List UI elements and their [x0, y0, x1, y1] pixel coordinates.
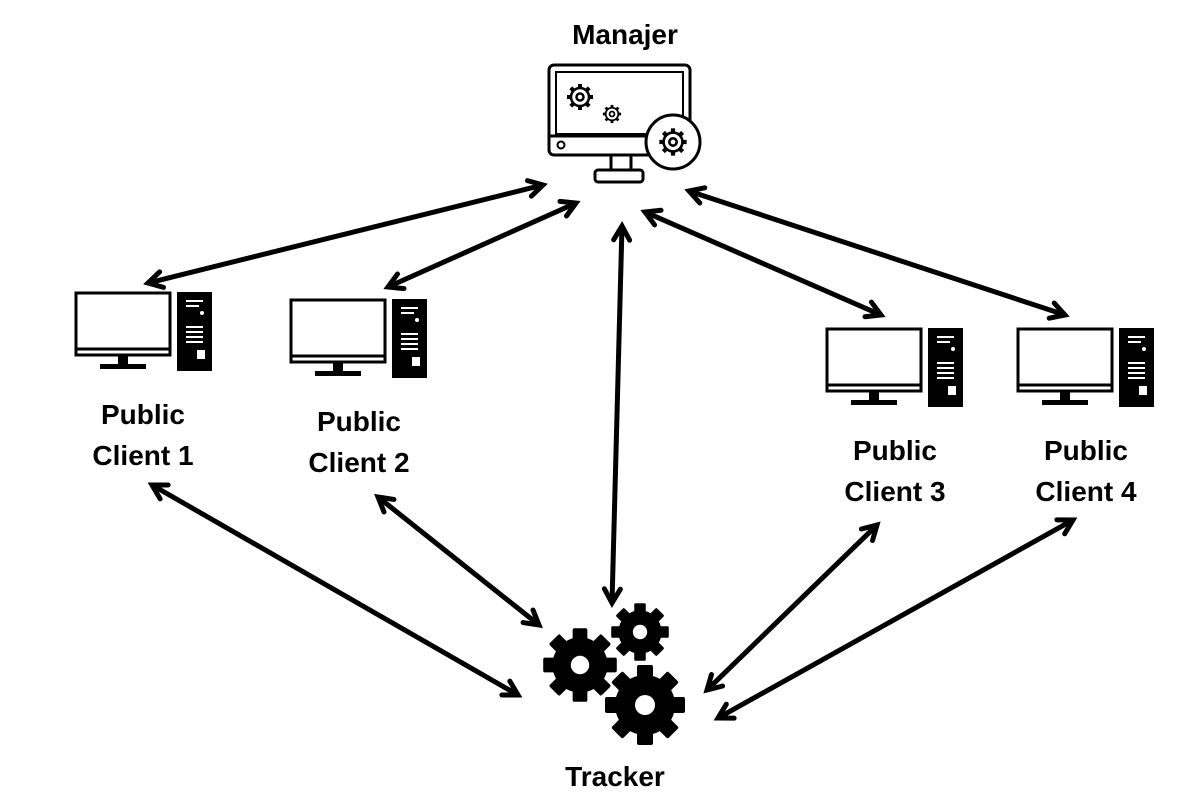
client-4-computer [1016, 326, 1156, 409]
client-3-label: Public Client 3 [810, 430, 980, 512]
manager-label: Manajer [572, 19, 678, 50]
client-1-label: Public Client 1 [58, 394, 228, 476]
client-4-label-line1: Public [1043, 435, 1128, 466]
monitor-gears-icon [547, 63, 702, 184]
desktop-computer-icon [289, 297, 429, 380]
arrow-tracker-client-3 [703, 521, 881, 694]
arrow-tracker-client-4 [713, 517, 1078, 721]
connection-arrows [143, 178, 1078, 721]
arrow-manager-client-4 [684, 185, 1070, 321]
gears-icon [543, 603, 685, 745]
arrow-manager-client-1 [143, 178, 548, 290]
client-4-label-line2: Client 4 [1035, 476, 1137, 507]
client-4-label: Public Client 4 [1001, 430, 1171, 512]
client-1-label-line1: Public [100, 399, 185, 430]
arrow-manager-client-2 [383, 198, 581, 292]
client-3-computer [825, 326, 965, 409]
client-2-label-line2: Client 2 [308, 447, 410, 478]
arrow-tracker-client-1 [147, 482, 523, 698]
arrow-tracker-client-2 [374, 493, 543, 629]
desktop-computer-icon [825, 326, 965, 409]
desktop-computer-icon [74, 290, 214, 373]
arrow-manager-tracker [601, 220, 633, 609]
client-1-label-line2: Client 1 [92, 440, 194, 471]
client-3-label-line1: Public [852, 435, 937, 466]
client-2-label-line1: Public [316, 406, 401, 437]
client-2-label: Public Client 2 [274, 401, 444, 483]
client-3-label-line2: Client 3 [844, 476, 946, 507]
client-1-computer [74, 290, 214, 373]
desktop-computer-icon [1016, 326, 1156, 409]
client-2-computer [289, 297, 429, 380]
arrow-manager-client-3 [640, 207, 886, 320]
tracker-label: Tracker [565, 761, 665, 792]
